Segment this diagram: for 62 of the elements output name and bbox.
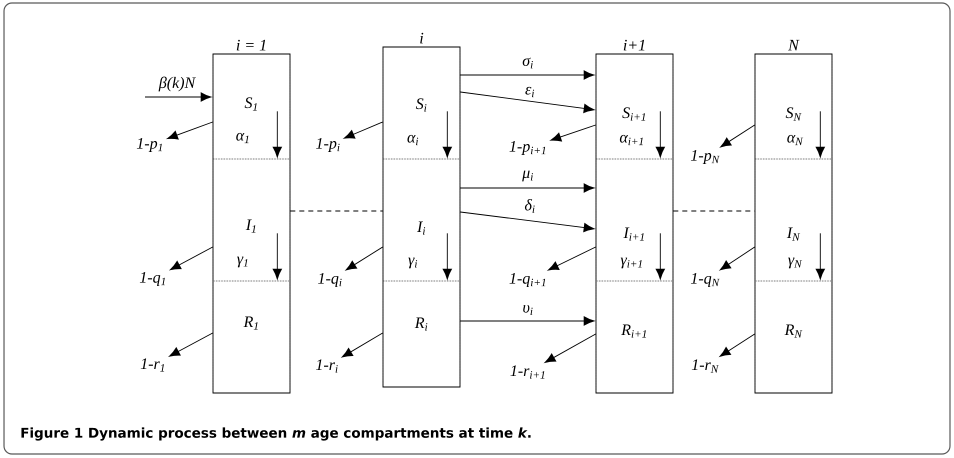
arrow [816,232,825,280]
edge-label: γ$_{i+1}$ [620,258,642,268]
rate-label: 1-p$_{N}$ [690,150,720,164]
arrow [460,183,594,193]
edge-label: α$_{N}$ [787,134,804,146]
rate-label: 1-r$_{1}$ [140,358,164,372]
compartment-band: R$_{i+1}$ [596,280,674,394]
arrow [442,232,452,280]
arrow [167,122,214,140]
arrow [656,232,665,280]
arrow [344,122,384,139]
edge-label: σ$_{i}$ [522,58,533,68]
arrow [720,124,756,148]
edge-label: γ$_{i}$ [408,258,418,268]
edge-label: β(k)N [158,76,196,92]
arrow [816,110,825,158]
rate-label: 1-r$_{i+1}$ [510,365,544,379]
arrow [720,334,756,357]
rate-label: 1-p$_{i}$ [316,138,340,152]
arrow [460,316,594,326]
arrow [460,92,594,114]
rate-label: 1-r$_{N}$ [692,359,719,373]
rate-label: 1-q$_{i+1}$ [510,273,546,287]
rate-label: 1-q$_{i}$ [318,273,342,287]
arrow [442,110,452,158]
rate-label: 1-r$_{i}$ [316,359,338,373]
rate-label: 1-q$_{N}$ [690,273,720,287]
arrow [550,124,596,142]
arrow [346,246,384,270]
arrow [144,92,212,102]
edge-label: α$_{i+1}$ [620,134,643,146]
arrow [169,332,214,357]
arrow [460,212,594,232]
node-label: i [420,32,424,44]
edge-label: α$_{1}$ [236,132,249,144]
arrow [720,246,756,270]
node-label: i = 1 [236,40,266,50]
arrow [544,334,596,363]
compartment-band: R$_{N}$ [754,280,832,394]
arrow [460,70,594,80]
arrow [548,246,596,271]
rate-label: 1-p$_{1}$ [136,138,162,152]
edge-label: γ$_{N}$ [788,258,802,268]
arrow [272,110,282,158]
rate-label: 1-p$_{i+1}$ [510,141,546,155]
edge-label: υ$_{i}$ [523,304,533,316]
dashed-line [290,210,384,212]
rate-label: 1-q$_{1}$ [140,272,166,286]
edge-label: μ$_{i}$ [522,170,533,182]
node-label: N [788,40,800,50]
arrow [656,110,665,158]
compartment-band: R$_{i}$ [382,280,460,388]
arrow [342,332,384,358]
arrow [170,246,214,270]
edge-label: ε$_{i}$ [525,86,534,98]
edge-label: δ$_{i}$ [524,199,535,213]
edge-label: γ$_{1}$ [237,256,248,268]
compartment-band: R$_{1}$ [212,280,290,394]
arrow [272,232,282,280]
node-label: i+1 [624,40,644,50]
figure-caption: Figure 1 Dynamic process between m age compartments at time k. [21,427,531,441]
edge-label: α$_{i}$ [407,134,418,146]
